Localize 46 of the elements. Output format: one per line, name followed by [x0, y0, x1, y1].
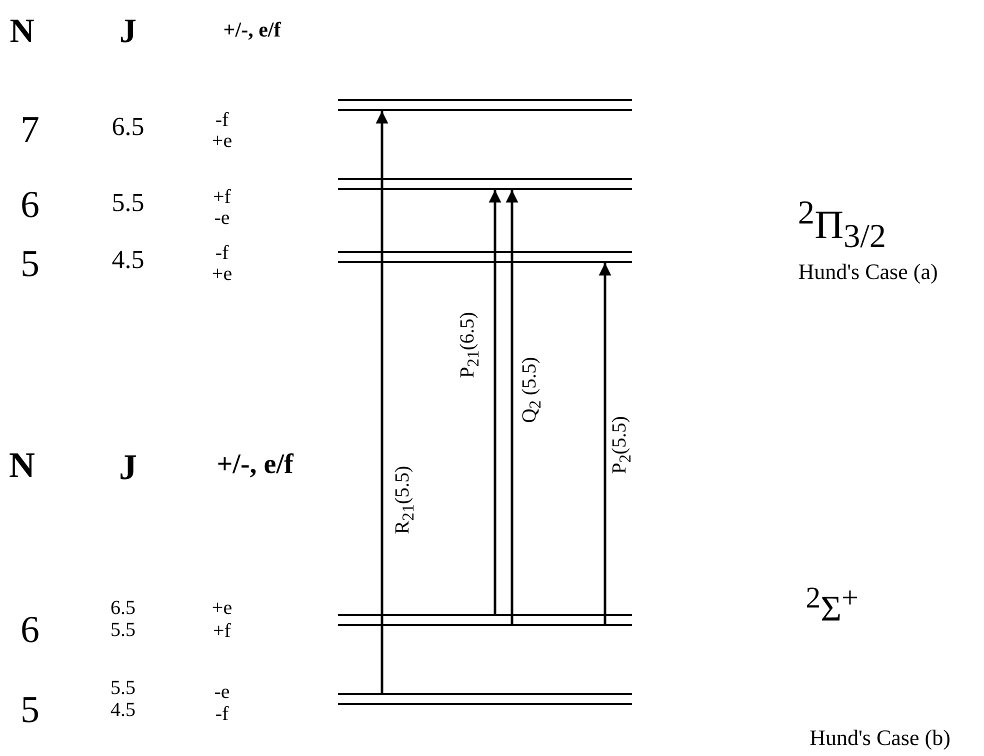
column-header: N	[10, 15, 34, 49]
case-label: Hund's Case (a)	[798, 261, 938, 283]
energy-level-line	[338, 251, 632, 253]
energy-level-line	[338, 703, 632, 705]
column-header: N	[9, 447, 35, 483]
quantum-number: 4.5	[110, 700, 136, 720]
quantum-number: 6.5	[110, 598, 136, 618]
quantum-number: 6	[20, 186, 40, 224]
quantum-number: 6.5	[112, 114, 144, 140]
state-term-symbol: $^{2}$Σ$^{+}$	[806, 584, 858, 626]
quantum-number: 4.5	[112, 247, 144, 273]
quantum-number: 5	[20, 245, 40, 283]
column-header: J	[119, 449, 137, 485]
energy-level-line	[338, 188, 632, 190]
energy-level-line	[338, 614, 632, 616]
quantum-number: 5.5	[112, 190, 144, 216]
parity-label: -f	[215, 110, 229, 130]
quantum-number: 5.5	[110, 620, 136, 640]
column-header: J	[120, 15, 136, 49]
energy-level-line	[338, 261, 632, 263]
parity-label: -f	[215, 704, 229, 724]
parity-label: +f	[213, 621, 231, 641]
arrow	[598, 263, 612, 624]
arrow	[376, 111, 388, 693]
energy-level-line	[338, 178, 632, 180]
parity-label: -f	[215, 243, 229, 263]
case-label: Hund's Case (b)	[810, 727, 950, 749]
energy-level-line	[338, 109, 632, 111]
state-term-symbol: $^{2}$Π$_{3/2}$	[798, 196, 886, 254]
arrow	[506, 190, 518, 624]
parity-label: +e	[212, 131, 232, 151]
arrow	[488, 190, 502, 614]
parity-label: +e	[212, 264, 232, 284]
parity-label: -e	[214, 208, 230, 228]
quantum-number: 5.5	[110, 678, 136, 698]
quantum-number: 6	[20, 611, 40, 649]
energy-level-line	[338, 624, 632, 626]
energy-level-line	[338, 693, 632, 695]
quantum-number: 7	[20, 111, 40, 149]
column-header: +/-, e/f	[223, 20, 281, 40]
parity-label: +f	[213, 187, 231, 207]
quantum-number: 5	[20, 691, 40, 729]
energy-level-line	[338, 99, 632, 101]
parity-label: -e	[214, 682, 230, 702]
column-header: +/-, e/f	[216, 451, 294, 479]
parity-label: +e	[212, 598, 232, 618]
